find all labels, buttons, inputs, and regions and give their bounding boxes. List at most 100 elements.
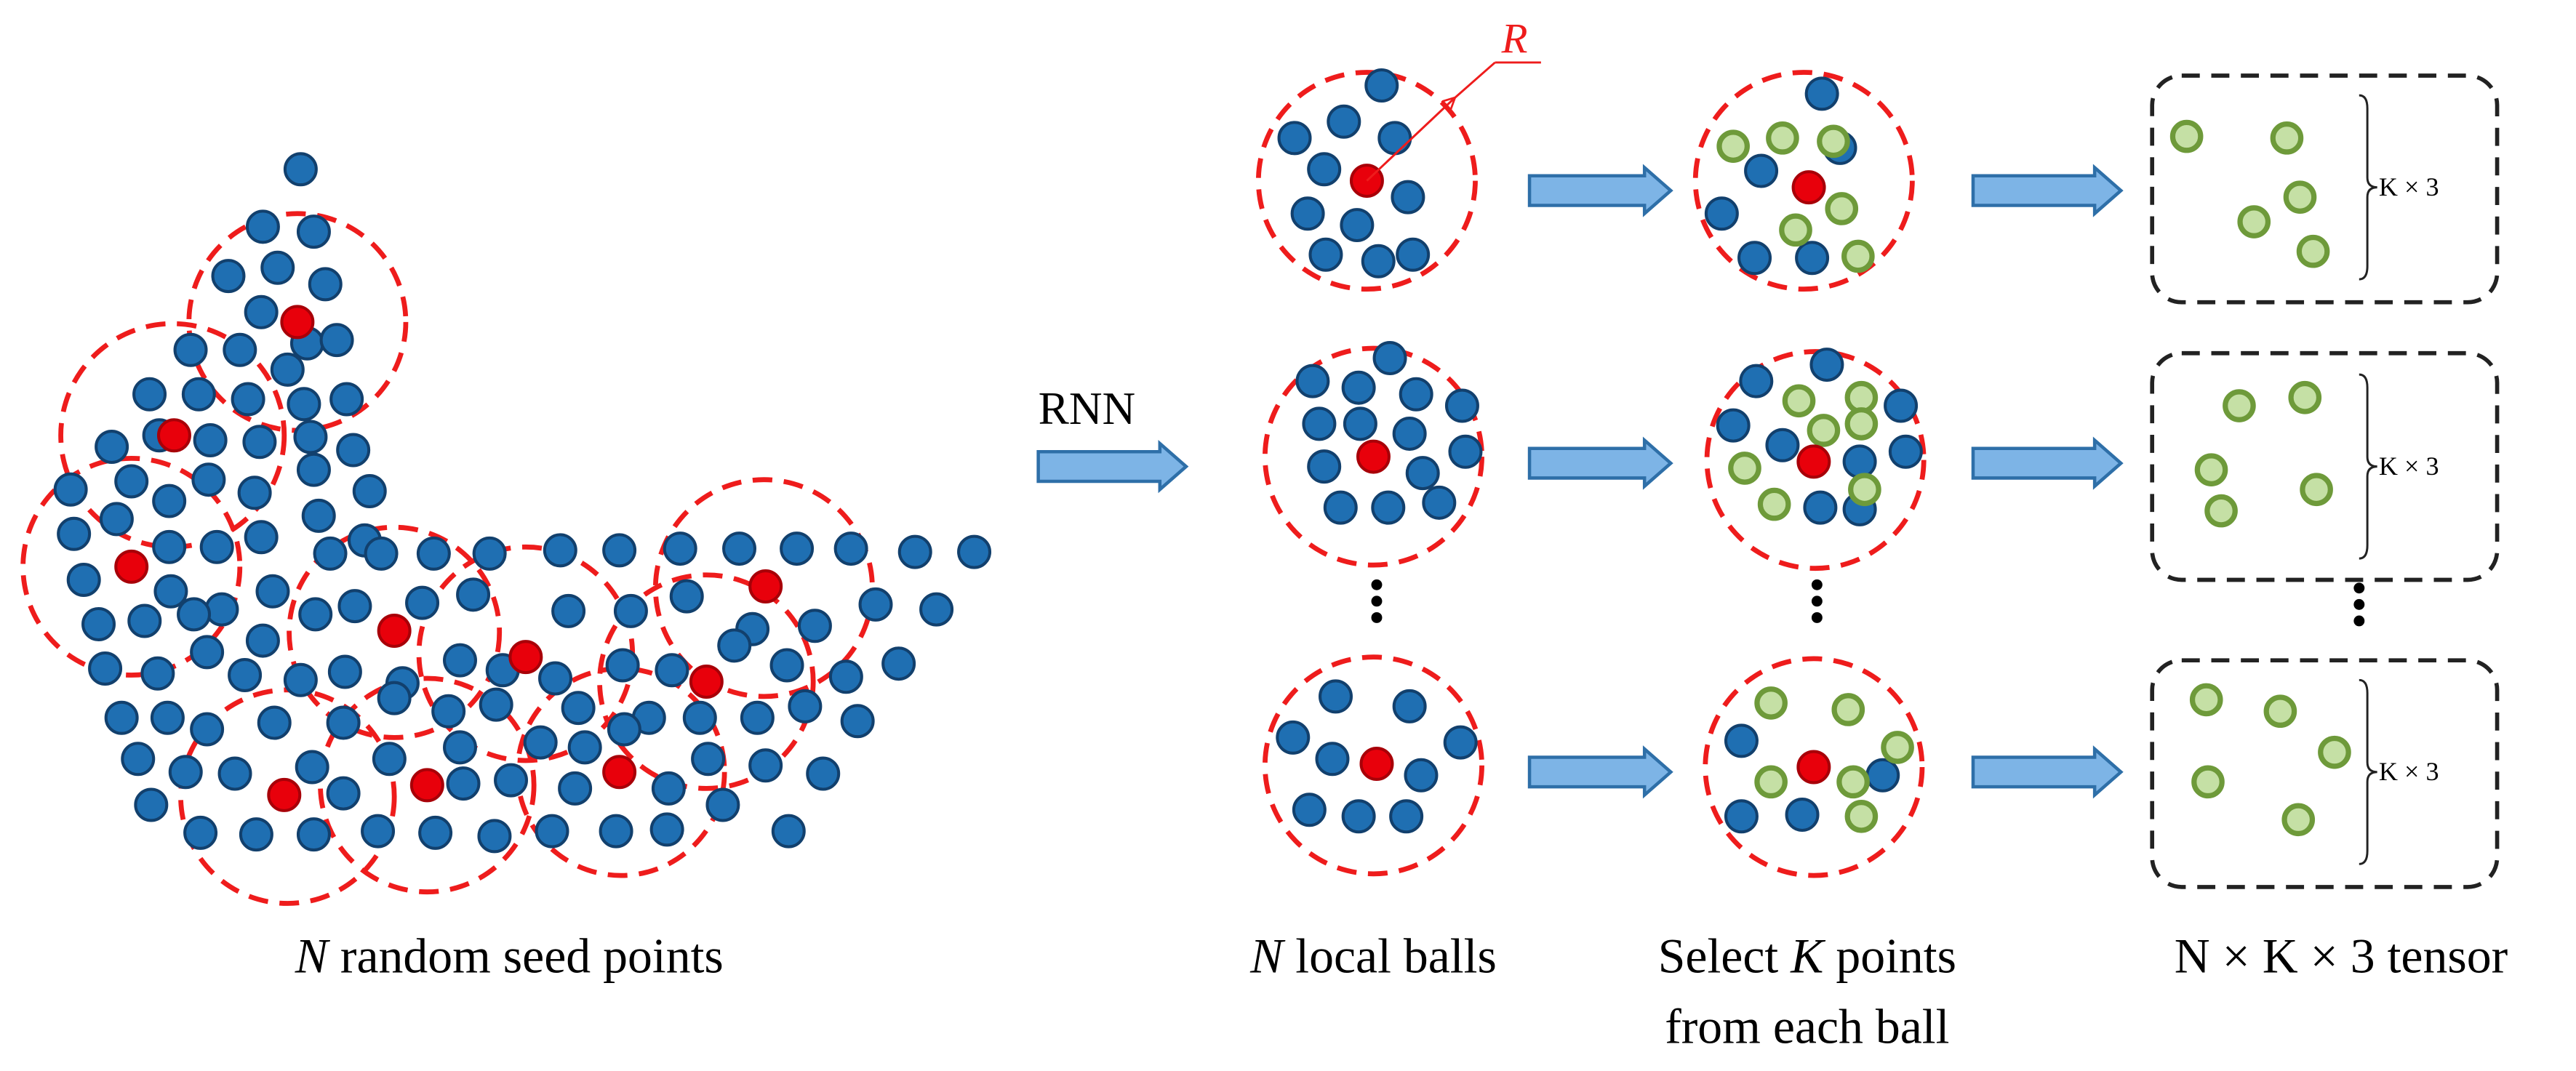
blue-point-icon (193, 422, 228, 457)
caption-balls-var: N (1249, 928, 1286, 983)
ellipsis-dot (2353, 598, 2365, 610)
blue-point-icon (127, 603, 162, 638)
blue-point-icon (602, 533, 637, 568)
green-selected-point-icon (1757, 487, 1791, 521)
blue-point-icon (326, 776, 361, 811)
blue-point-icon (558, 771, 593, 806)
right-arrow-icon (1527, 745, 1673, 799)
caption-select-line1: Select K points (1658, 928, 1956, 983)
ellipsis-dot (1811, 595, 1823, 607)
blue-point-icon (204, 592, 239, 627)
radius-label: R (1501, 15, 1528, 62)
red-seed-icon (267, 777, 302, 812)
blue-point-icon (1724, 799, 1759, 834)
blue-point-icon (599, 814, 633, 849)
caption-select-1a: Select (1658, 928, 1791, 983)
blue-point-icon (337, 589, 372, 624)
blue-point-icon (1737, 241, 1772, 276)
caption-seed-points: N random seed points (295, 928, 724, 983)
blue-point-icon (431, 694, 466, 729)
blue-point-icon (1308, 237, 1343, 272)
green-selected-point-icon (1766, 121, 1799, 155)
blue-point-icon (1389, 799, 1424, 834)
tensor-box-border (2150, 73, 2500, 305)
blue-point-icon (223, 332, 257, 367)
blue-point-icon (237, 476, 272, 510)
blue-point-icon (293, 420, 328, 454)
green-selected-point-icon (2204, 494, 2238, 528)
blue-point-icon (1371, 490, 1406, 525)
red-seed-icon (156, 418, 191, 453)
blue-point-icon (191, 462, 226, 497)
blue-point-icon (748, 748, 783, 783)
blue-point-icon (740, 700, 775, 735)
local-ball (1262, 654, 1484, 877)
right-brace-icon (2359, 373, 2377, 560)
blue-point-icon (313, 536, 348, 571)
green-selected-point-icon (2237, 205, 2271, 238)
blue-point-icon (1444, 388, 1479, 423)
blue-point-icon (494, 763, 529, 798)
blue-point-icon (446, 766, 481, 801)
blue-point-icon (1302, 406, 1337, 441)
blue-point-icon (1290, 196, 1325, 231)
blue-point-icon (244, 520, 279, 555)
blue-point-icon (833, 532, 868, 566)
blue-point-icon (1448, 434, 1483, 469)
blue-point-icon (443, 730, 477, 765)
blue-point-icon (1292, 793, 1327, 827)
red-seed-icon (602, 755, 637, 790)
blue-point-icon (296, 817, 331, 852)
blue-point-icon (806, 756, 841, 791)
blue-point-icon (1422, 485, 1457, 520)
blue-point-icon (364, 536, 399, 571)
blue-point-icon (1377, 121, 1412, 156)
right-brace-icon (2359, 94, 2377, 281)
blue-point-icon (372, 742, 407, 777)
blue-point-icon (523, 725, 558, 760)
blue-point-icon (651, 771, 686, 806)
blue-point-icon (479, 687, 513, 722)
blue-point-icon (1341, 799, 1376, 834)
vertical-ellipsis-icon (1811, 579, 1823, 623)
blue-point-icon (717, 628, 752, 663)
blue-point-icon (722, 532, 757, 566)
blue-point-icon (361, 814, 396, 849)
selected-ball (1692, 70, 1915, 292)
radius-leader (1453, 61, 1496, 100)
blue-point-icon (1392, 416, 1427, 451)
blue-point-icon (140, 656, 175, 691)
green-selected-point-icon (2263, 694, 2297, 729)
green-selected-point-icon (1848, 473, 1881, 507)
blue-point-icon (199, 529, 234, 564)
ellipsis-dot (1371, 595, 1383, 607)
green-selected-point-icon (2300, 473, 2333, 507)
red-seed-icon (1356, 439, 1391, 474)
green-selected-point-icon (1841, 239, 1875, 273)
red-seed-icon (1359, 746, 1394, 781)
blue-point-icon (99, 502, 134, 537)
blue-point-icon (1744, 153, 1779, 188)
blue-point-icon (1319, 679, 1353, 714)
blue-point-icon (1343, 406, 1377, 441)
blue-point-icon (270, 352, 305, 387)
blue-point-icon (1315, 742, 1350, 777)
blue-point-icon (327, 654, 362, 689)
right-arrow-icon (1527, 164, 1673, 217)
green-selected-point-icon (1782, 384, 1816, 418)
green-selected-point-icon (1716, 129, 1750, 163)
red-seed-icon (1791, 170, 1826, 205)
ellipsis-dot (1811, 579, 1823, 590)
blue-point-icon (260, 250, 295, 285)
tensor-box: K × 3 (2150, 350, 2500, 582)
blue-point-icon (607, 712, 641, 747)
blue-point-icon (1399, 377, 1433, 412)
blue-point-icon (405, 585, 440, 620)
blue-point-icon (649, 812, 684, 847)
red-seed-icon (508, 640, 543, 675)
seed-ball (287, 524, 503, 740)
blue-point-icon (242, 425, 277, 460)
blue-point-icon (416, 536, 451, 571)
blue-point-icon (538, 661, 573, 696)
blue-point-icon (152, 484, 187, 518)
